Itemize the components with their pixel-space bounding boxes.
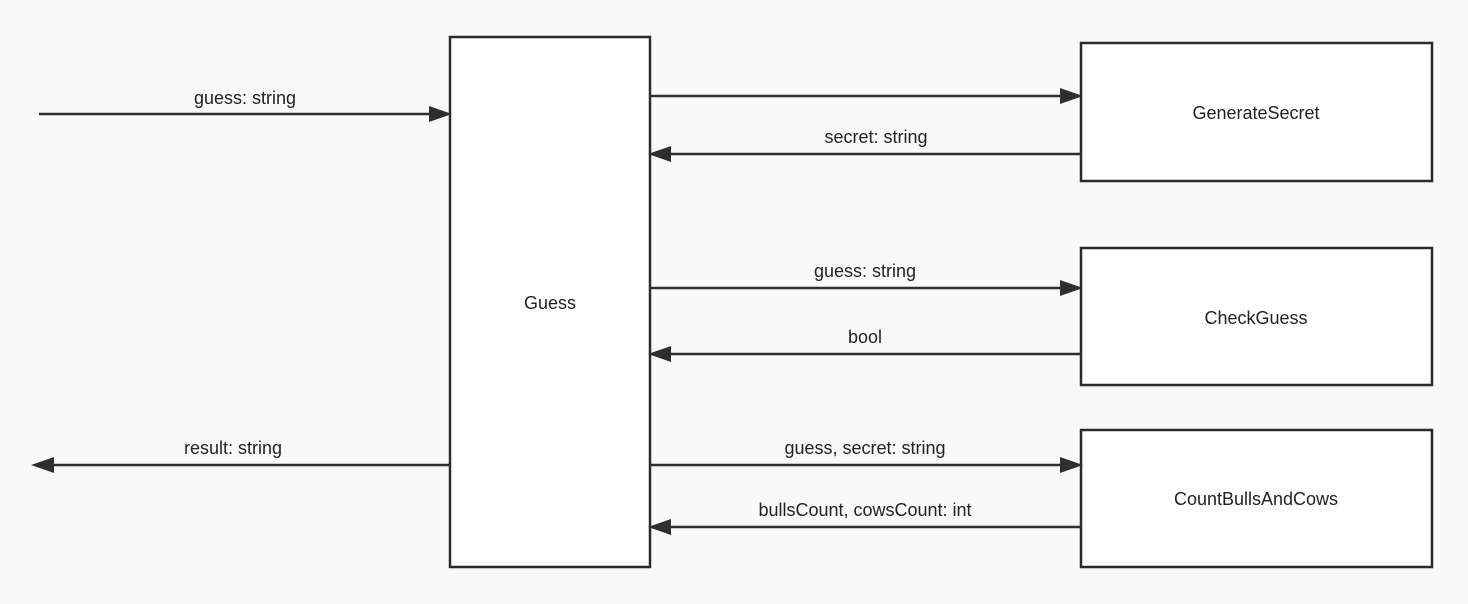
edge-from-check-guess: bool bbox=[648, 327, 1081, 362]
edge-output-result: result: string bbox=[31, 438, 450, 473]
node-guess: Guess bbox=[448, 35, 652, 569]
edge-input-guess: guess: string bbox=[39, 88, 452, 122]
node-check-guess-box bbox=[1079, 246, 1434, 387]
edge-to-count-bulls-and-cows: guess, secret: string bbox=[650, 438, 1083, 473]
edge-output-result-arrowhead bbox=[31, 457, 54, 473]
edge-input-guess-label: guess: string bbox=[194, 88, 296, 108]
node-generate-secret: GenerateSecret bbox=[1079, 41, 1434, 183]
edge-from-count-bulls-and-cows: bullsCount, cowsCount: int bbox=[648, 500, 1081, 535]
edge-to-check-guess-arrowhead bbox=[1060, 280, 1083, 296]
edge-from-count-bulls-and-cows-arrowhead bbox=[648, 519, 671, 535]
edge-from-count-bulls-and-cows-label: bullsCount, cowsCount: int bbox=[758, 500, 971, 520]
edge-from-generate-secret-label: secret: string bbox=[824, 127, 927, 147]
edge-output-result-label: result: string bbox=[184, 438, 282, 458]
edge-to-count-bulls-and-cows-arrowhead bbox=[1060, 457, 1083, 473]
edge-from-check-guess-arrowhead bbox=[648, 346, 671, 362]
node-generate-secret-box bbox=[1079, 41, 1434, 183]
edge-to-check-guess-label: guess: string bbox=[814, 261, 916, 281]
node-count-bulls-and-cows-label: CountBullsAndCows bbox=[1174, 489, 1338, 509]
edge-from-check-guess-label: bool bbox=[848, 327, 882, 347]
node-generate-secret-label: GenerateSecret bbox=[1192, 103, 1319, 123]
edge-to-check-guess: guess: string bbox=[650, 261, 1083, 296]
node-count-bulls-and-cows: CountBullsAndCows bbox=[1079, 428, 1434, 569]
edge-to-count-bulls-and-cows-label: guess, secret: string bbox=[784, 438, 945, 458]
edge-from-generate-secret: secret: string bbox=[648, 127, 1081, 162]
edge-to-generate-secret-arrowhead bbox=[1060, 88, 1083, 104]
edge-from-generate-secret-arrowhead bbox=[648, 146, 671, 162]
node-check-guess: CheckGuess bbox=[1079, 246, 1434, 387]
node-check-guess-label: CheckGuess bbox=[1204, 308, 1307, 328]
node-guess-box bbox=[448, 35, 652, 569]
edge-input-guess-arrowhead bbox=[429, 106, 452, 122]
edge-to-generate-secret bbox=[650, 88, 1083, 104]
node-guess-label: Guess bbox=[524, 293, 576, 313]
node-count-bulls-and-cows-box bbox=[1079, 428, 1434, 569]
